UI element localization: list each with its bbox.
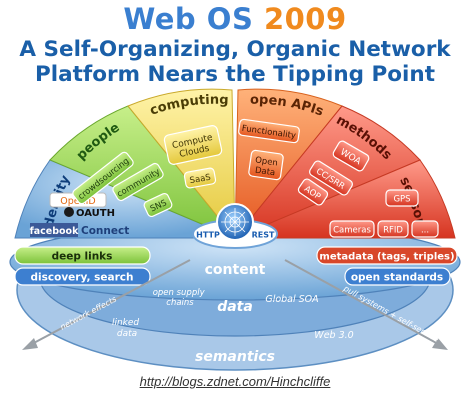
openapis-item-box [248, 149, 284, 181]
facebook-label: facebook [30, 226, 79, 237]
facebook-logo [30, 223, 78, 237]
people-item-box [112, 162, 164, 202]
data-item-global-soa: Global SOA [265, 294, 318, 305]
sensors-item-box [411, 220, 439, 238]
people-item-box [143, 192, 173, 218]
sensors-item-gps: GPS [393, 195, 410, 205]
oauth-icon [64, 207, 74, 217]
sector-sensors [234, 159, 456, 239]
content-pill [14, 267, 151, 286]
title-line-1: Web OS 2009 [0, 2, 470, 36]
oauth-label: OAUTH [76, 208, 115, 219]
content-right-items: metadata (tags, triples) open standards [316, 246, 458, 286]
credit-link[interactable]: http://blogs.zdnet.com/Hinchcliffe [139, 374, 331, 389]
computing-items: ComputeClouds SaaS [163, 125, 223, 189]
content-pill [344, 267, 451, 286]
subtitle-line-2: Platform Nears the Tipping Point [35, 62, 435, 87]
methods-item-box [297, 178, 329, 206]
data-label: data [217, 299, 253, 315]
web-spider-icon [221, 208, 249, 236]
sensors-item-more: ... [421, 226, 429, 236]
title-year: 2009 [263, 2, 347, 36]
content-pill [316, 246, 458, 265]
openapis-items: Functionality OpenData [238, 118, 300, 181]
semantics-item-linked-data: linked data [112, 318, 142, 339]
subtitle-line-1: A Self-Organizing, Organic Network [19, 37, 451, 62]
sensors-item-box [385, 189, 419, 207]
data-item-open-supply-chains: open supply chains [153, 288, 208, 308]
openapis-item-open-data: OpenData [253, 155, 278, 178]
content-label: content [205, 262, 266, 278]
content-item-open-standards: open standards [351, 272, 443, 284]
hub: HTTP REST [192, 203, 278, 249]
methods-items: WOA CC/SRR AOP [297, 140, 370, 206]
title-web-os: Web OS [123, 2, 254, 36]
openapis-item-box [238, 118, 300, 144]
hub-label-http: HTTP [196, 231, 220, 240]
sensors-item-box [329, 220, 375, 238]
connect-label: Connect [81, 225, 129, 237]
semantics-item-web3: Web 3.0 [314, 330, 353, 341]
content-pill [14, 246, 151, 265]
content-left-items: deep links discovery, search [14, 246, 151, 286]
computing-item-saas: SaaS [189, 173, 212, 187]
content-item-deep-links: deep links [52, 251, 113, 263]
sensors-items: GPS Cameras RFID ... [329, 189, 439, 238]
sensors-item-rfid: RFID [383, 226, 403, 236]
methods-item-box [309, 160, 353, 196]
computing-item-box [183, 167, 217, 189]
semantics-label: semantics [195, 349, 275, 365]
people-item-box [72, 151, 134, 205]
computing-item-box [163, 125, 223, 165]
content-item-metadata: metadata (tags, triples) [319, 252, 454, 263]
content-item-discovery-search: discovery, search [31, 272, 134, 284]
sensors-item-box [377, 220, 409, 238]
hub-label-rest: REST [252, 231, 275, 240]
methods-item-box [332, 140, 370, 172]
web-os-diagram: identity people computing open APIs meth… [9, 88, 461, 371]
sensors-item-cameras: Cameras [333, 226, 371, 236]
